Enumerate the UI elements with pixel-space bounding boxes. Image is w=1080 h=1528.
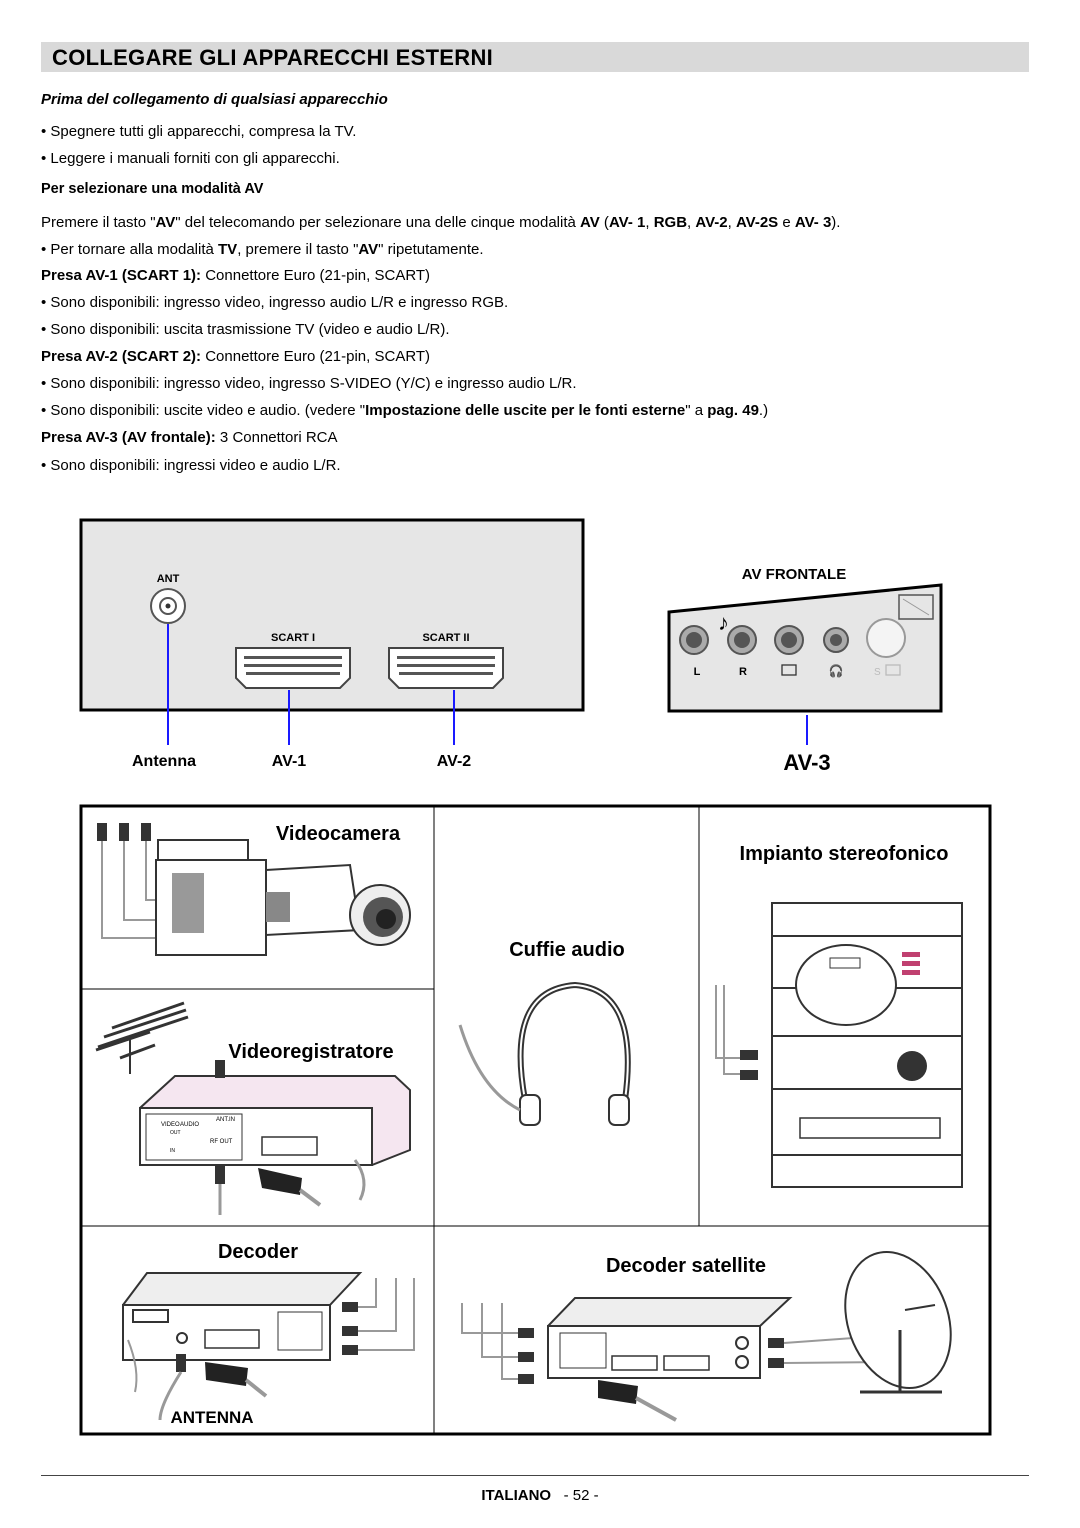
rear-panel: ANT SCART I SCART II [79,518,585,745]
front-panel: AV FRONTALE ♪ L R 🎧 S [667,566,943,745]
intro-bullet-2: • Leggere i manuali forniti con gli appa… [41,150,340,167]
svideo-label: S [874,667,881,678]
av3-bullet-1: • Sono disponibili: ingressi video e aud… [41,457,341,474]
label-av1: AV-1 [272,753,306,770]
headphone-icon: 🎧 [829,664,844,678]
decoder-label: Decoder [218,1241,298,1263]
footer-language: ITALIANO [481,1487,552,1504]
svg-text:RF OUT: RF OUT [210,1139,233,1145]
scart2-label: SCART II [422,632,469,644]
sat-decoder-illustration [461,1251,952,1422]
scart1-connector-icon [235,647,351,689]
av2-bullet-1: • Sono disponibili: ingresso video, ingr… [41,375,577,392]
av2-bullet-2: • Sono disponibili: uscite video e audio… [41,402,769,419]
scart1-pins [244,656,342,675]
av3-heading: Presa AV-3 (AV frontale): 3 Connettori R… [41,429,338,446]
device-grid: Videocamera VIDEO AUDIO ANT.IN RF OUT OU… [79,804,992,1436]
decoder-satellite-label: Decoder satellite [606,1255,766,1277]
label-av3: AV-3 [783,750,830,775]
stereo-illustration [715,902,963,1188]
footer-rule [41,1475,1029,1476]
scart1-label: SCART I [271,632,315,644]
svg-text:ANT.IN: ANT.IN [216,1117,235,1123]
av1-heading: Presa AV-1 (SCART 1): Connettore Euro (2… [41,267,431,284]
impianto-label: Impianto stereofonico [740,843,949,865]
av-paragraph-2: • Per tornare alla modalità TV, premere … [41,241,484,258]
videocamera-illustration [97,823,411,956]
av-paragraph-1: Premere il tasto "AV" del telecomando pe… [41,214,841,231]
cuffie-label: Cuffie audio [509,939,625,961]
scart2-connector-icon [388,647,504,689]
intro-heading: Prima del collegamento di qualsiasi appa… [41,91,388,108]
videocamera-label: Videocamera [276,823,401,845]
svg-text:AUDIO: AUDIO [180,1122,199,1128]
svg-text:IN: IN [170,1148,175,1154]
label-av2: AV-2 [437,753,471,770]
av-section-heading: Per selezionare una modalità AV [41,181,264,197]
vcr-illustration: VIDEO AUDIO ANT.IN RF OUT OUT IN [95,1001,411,1215]
videoregistratore-label: Videoregistratore [228,1041,393,1063]
av2-heading: Presa AV-2 (SCART 2): Connettore Euro (2… [41,348,431,365]
label-antenna: Antenna [132,753,196,770]
page-title: COLLEGARE GLI APPARECCHI ESTERNI [52,45,494,70]
music-note-icon: ♪ [718,610,729,635]
av1-bullet-2: • Sono disponibili: uscita trasmissione … [41,321,450,338]
svg-text:OUT: OUT [170,1130,181,1136]
decoder-illustration [122,1272,415,1421]
av-frontale-title: AV FRONTALE [742,566,846,583]
jack-l-label: L [694,666,701,678]
intro-bullet-1: • Spegnere tutti gli apparecchi, compres… [41,123,357,140]
ant-label: ANT [157,573,180,585]
svg-text:VIDEO: VIDEO [161,1122,180,1128]
antenna-caption: ANTENNA [170,1408,253,1427]
video-in-icon [781,664,797,676]
page-title-bar: COLLEGARE GLI APPARECCHI ESTERNI [41,42,1029,72]
av1-bullet-1: • Sono disponibili: ingresso video, ingr… [41,294,509,311]
footer-page-number: - 52 - [563,1487,599,1504]
jack-r-label: R [739,666,747,678]
headphones-illustration [458,981,631,1126]
scart2-pins [397,656,495,675]
footer: ITALIANO - 52 - [0,1487,1080,1504]
svideo-jack-icon [866,618,906,658]
